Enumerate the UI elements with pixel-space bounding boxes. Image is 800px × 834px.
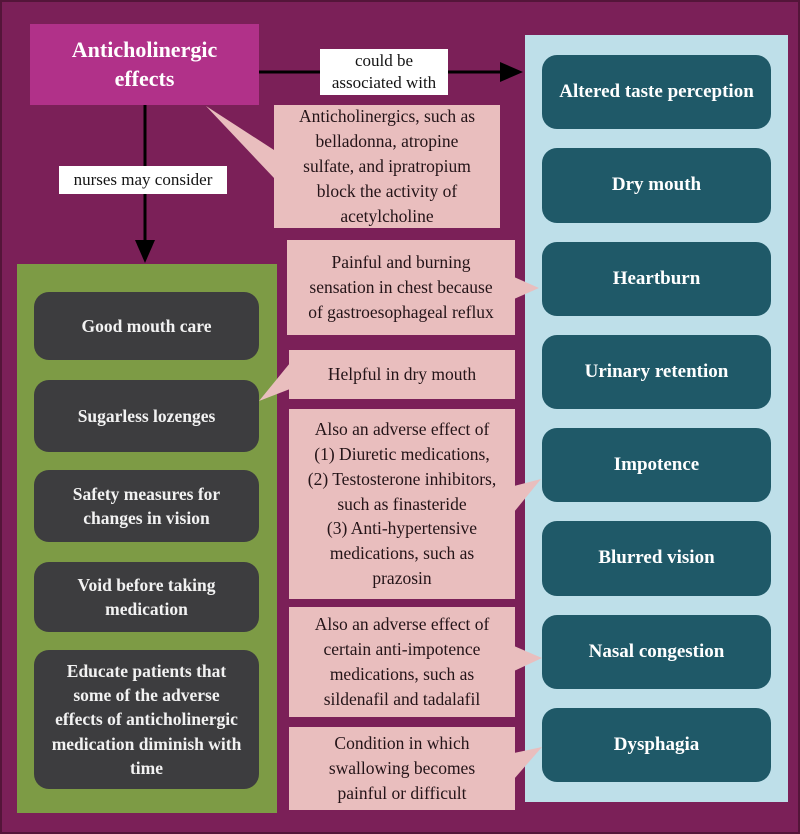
connector-label-could-be-associated-with: could be associated with [320, 49, 448, 95]
effect-box-urinary-retention: Urinary retention [542, 334, 771, 409]
effect-box-dysphagia: Dysphagia [542, 707, 771, 782]
effect-box-heartburn: Heartburn [542, 241, 771, 316]
arrow-to-interventions-head [135, 240, 155, 263]
effects-panel: Altered taste perception Dry mouth Heart… [525, 35, 788, 802]
title-box: Anticholinergic effects [30, 24, 259, 105]
callout-dry-mouth: Helpful in dry mouth [289, 350, 515, 399]
effect-box-nasal-congestion: Nasal congestion [542, 614, 771, 689]
arrow-to-effects-head [500, 62, 523, 82]
intervention-box-sugarless-lozenges: Sugarless lozenges [34, 380, 259, 452]
intervention-box-safety-measures-vision: Safety measures for changes in vision [34, 470, 259, 542]
callout-nasal-congestion: Also an adverse effect of certain anti-i… [289, 607, 515, 717]
intervention-box-good-mouth-care: Good mouth care [34, 292, 259, 360]
intervention-box-educate-patients: Educate patients that some of the advers… [34, 650, 259, 789]
effect-box-blurred-vision: Blurred vision [542, 521, 771, 596]
interventions-panel: Good mouth care Sugarless lozenges Safet… [17, 264, 277, 813]
effect-box-altered-taste-perception: Altered taste perception [542, 55, 771, 130]
effect-box-dry-mouth: Dry mouth [542, 148, 771, 223]
callout-definition: Anticholinergics, such as belladonna, at… [274, 105, 500, 228]
intervention-box-void-before-medication: Void before taking medication [34, 562, 259, 632]
effect-box-impotence: Impotence [542, 428, 771, 503]
callout-impotence: Also an adverse effect of (1) Diuretic m… [289, 409, 515, 599]
connector-label-nurses-may-consider: nurses may consider [59, 166, 227, 194]
callout-dysphagia: Condition in which swallowing becomes pa… [289, 727, 515, 810]
callout-heartburn: Painful and burning sensation in chest b… [287, 240, 515, 335]
